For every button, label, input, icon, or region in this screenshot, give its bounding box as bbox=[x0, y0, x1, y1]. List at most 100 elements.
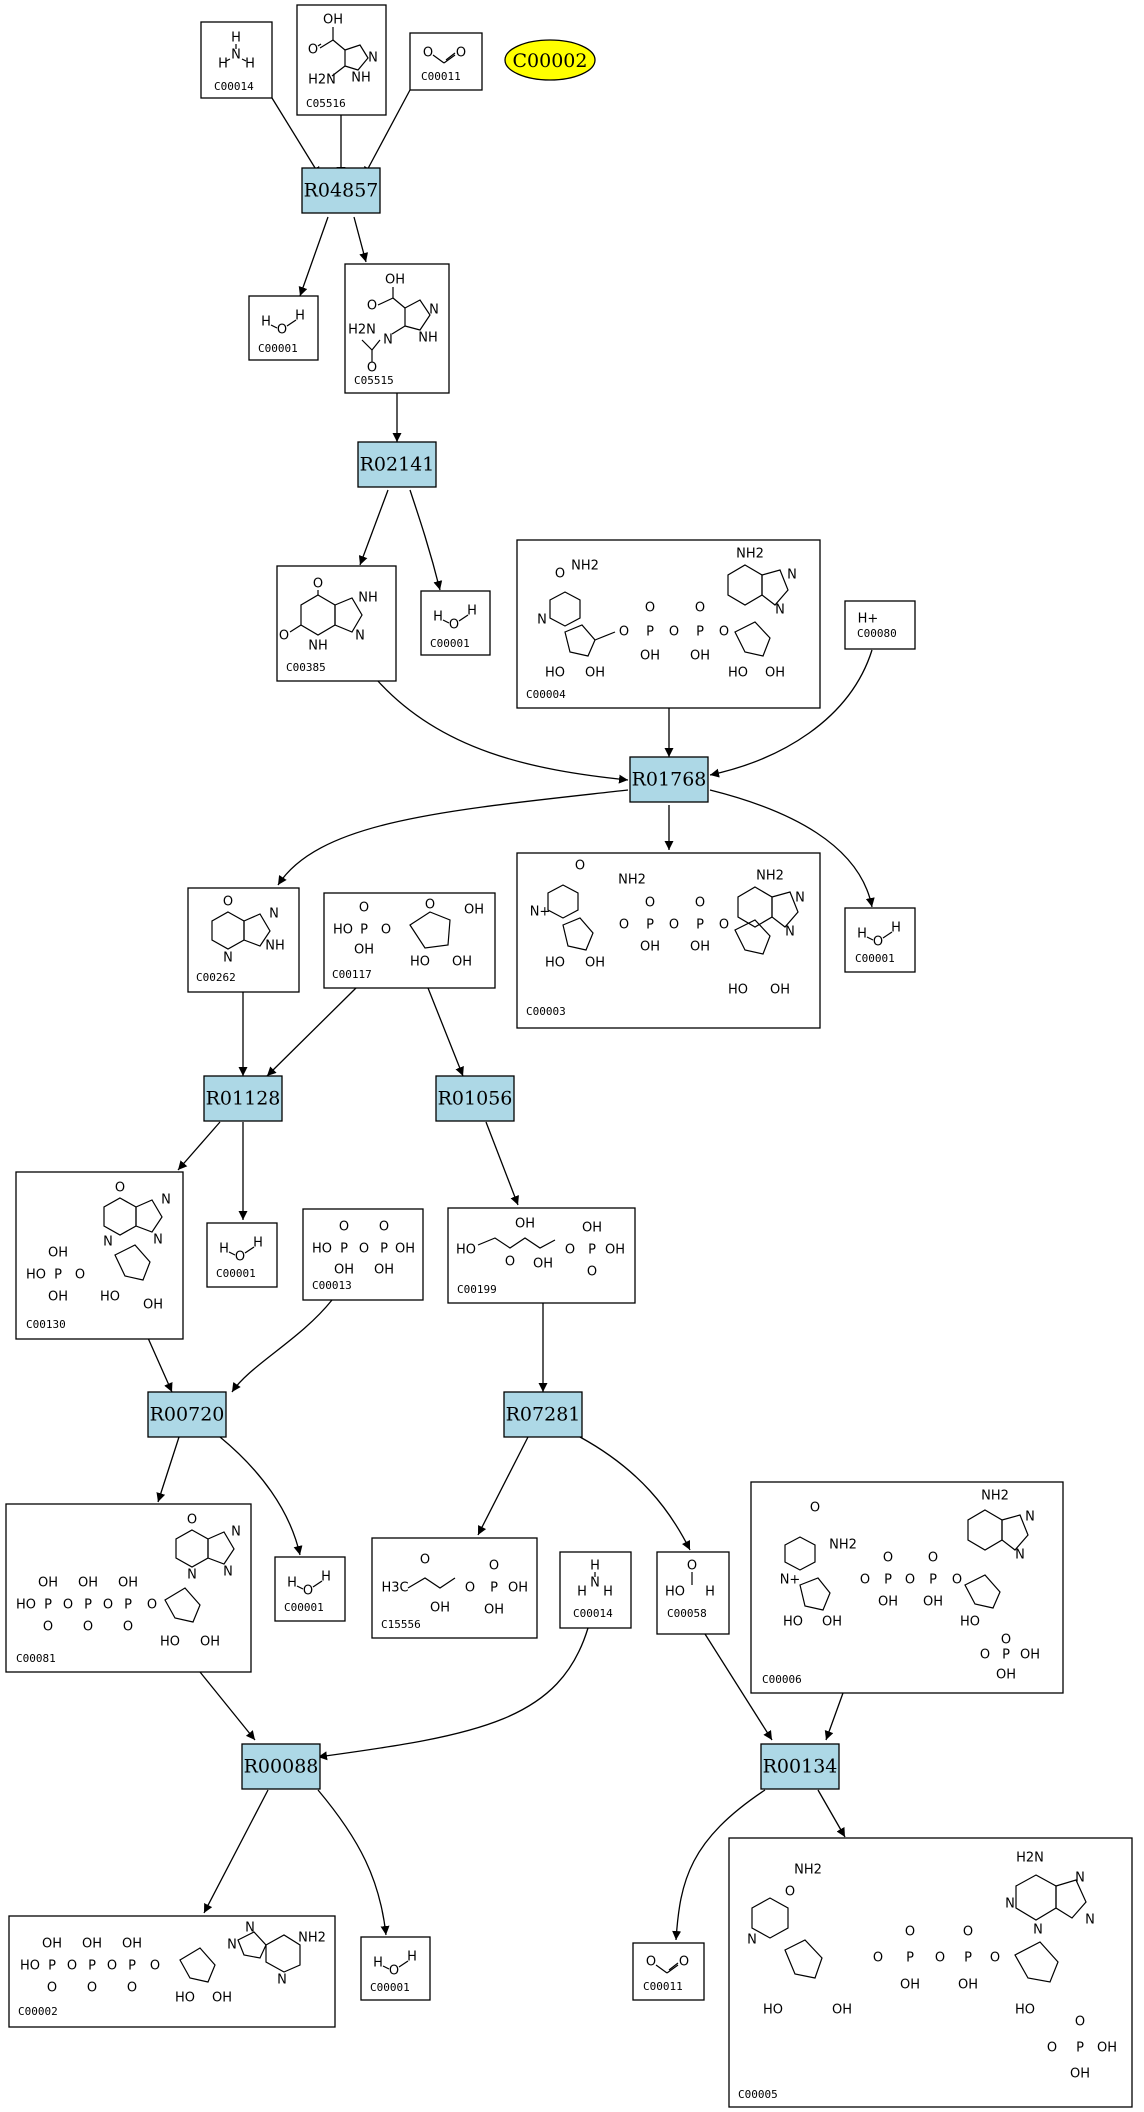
compound-label: C05515 bbox=[354, 374, 394, 387]
compound-c00262-hypoxanthine[interactable]: O N N NH C00262 bbox=[187, 887, 300, 993]
reaction-r07281[interactable]: R07281 bbox=[503, 1391, 583, 1438]
water-structure: H O H bbox=[287, 1570, 331, 1599]
compound-c05516[interactable]: OH O N NH H2N C05516 bbox=[296, 4, 387, 116]
svg-text:O: O bbox=[279, 629, 289, 644]
compound-c00004-nadh[interactable]: NH2 O N HO OH O P O OH O P O OH O HO OH bbox=[516, 539, 821, 709]
compound-label: C00013 bbox=[312, 1279, 352, 1292]
compound-c00001-water-4[interactable]: H O H C00001 bbox=[206, 1222, 278, 1288]
svg-text:O: O bbox=[123, 1620, 133, 1635]
compound-c00001-water-6[interactable]: H O H C00001 bbox=[360, 1936, 431, 2001]
compound-c00011-co2[interactable]: O O C00011 bbox=[409, 32, 483, 91]
compound-c00199[interactable]: HO OH O OH O P OH O OH C00199 bbox=[447, 1207, 636, 1304]
svg-text:P: P bbox=[124, 1598, 132, 1613]
svg-text:OH: OH bbox=[605, 1243, 625, 1258]
svg-text:N: N bbox=[747, 1933, 757, 1948]
svg-text:N: N bbox=[223, 951, 233, 966]
svg-text:OH: OH bbox=[765, 666, 785, 681]
compound-c00011-co2-2[interactable]: O O C00011 bbox=[632, 1942, 705, 2001]
edge-c00117-r01128 bbox=[266, 987, 357, 1077]
compound-label: C00262 bbox=[196, 971, 236, 984]
compound-c00001-water-1[interactable]: H O H C00001 bbox=[248, 295, 319, 361]
compound-c00001-water-5[interactable]: H O H C00001 bbox=[274, 1556, 346, 1622]
compound-c00013-diphosphate[interactable]: HO P O OH O P O OH OH C00013 bbox=[302, 1208, 424, 1301]
svg-text:H: H bbox=[467, 604, 477, 619]
compound-label: C00385 bbox=[286, 661, 326, 674]
reaction-r04857[interactable]: R04857 bbox=[301, 167, 381, 214]
svg-text:HO: HO bbox=[160, 1635, 180, 1650]
svg-text:P: P bbox=[1002, 1648, 1010, 1663]
reaction-r01768[interactable]: R01768 bbox=[629, 756, 709, 803]
svg-text:OH: OH bbox=[78, 1576, 98, 1591]
svg-text:H: H bbox=[218, 57, 228, 72]
svg-text:N: N bbox=[787, 568, 797, 583]
compound-c05515[interactable]: OH O N NH N O H2N C05515 bbox=[344, 263, 450, 394]
svg-text:OH: OH bbox=[900, 1978, 920, 1993]
reaction-label: R00088 bbox=[244, 1756, 319, 1778]
svg-text:O: O bbox=[980, 1648, 990, 1663]
svg-text:H: H bbox=[603, 1585, 613, 1600]
svg-text:HO: HO bbox=[1015, 2003, 1035, 2018]
nad-structure: O NH2 N+ HO OH O P O OH O P O OH O HO OH… bbox=[530, 859, 805, 998]
svg-text:NH: NH bbox=[358, 591, 378, 606]
reaction-r01128[interactable]: R01128 bbox=[203, 1075, 283, 1122]
svg-text:HO: HO bbox=[26, 1268, 46, 1283]
compound-c15556[interactable]: H3C O OH O P O OH OH C15556 bbox=[371, 1537, 538, 1639]
compound-label: C00199 bbox=[457, 1283, 497, 1296]
water-structure: H O H bbox=[433, 604, 477, 633]
compound-c00001-water-2[interactable]: H O H C00001 bbox=[420, 590, 491, 656]
edge-r07281-c15556 bbox=[477, 1436, 529, 1536]
svg-text:OH: OH bbox=[323, 13, 343, 28]
compound-c00080-proton[interactable]: H+ C00080 bbox=[844, 600, 916, 650]
compound-c00117[interactable]: HO P O OH O O OH HO OH C00117 bbox=[323, 892, 496, 989]
svg-text:O: O bbox=[645, 896, 655, 911]
compound-c00081-itp[interactable]: HO P OH O O P OH O O P OH O O HO OH O N bbox=[5, 1503, 252, 1673]
svg-text:OH: OH bbox=[533, 1257, 553, 1272]
compound-c00005-nadph[interactable]: NH2 O N HO OH O P O OH O P O OH O HO O P bbox=[728, 1837, 1133, 2108]
svg-text:OH: OH bbox=[958, 1978, 978, 1993]
svg-text:O: O bbox=[147, 1598, 157, 1613]
compound-c00014-ammonia-2[interactable]: H N H H C00014 bbox=[559, 1551, 632, 1629]
svg-text:N: N bbox=[153, 1233, 163, 1248]
svg-text:N: N bbox=[368, 51, 378, 66]
svg-text:O: O bbox=[1001, 1633, 1011, 1648]
compound-c00130-imp[interactable]: O N N N HO OH HO P OH OH O C00130 bbox=[15, 1171, 184, 1340]
compound-c00385-xanthine[interactable]: O O NH NH N C00385 bbox=[276, 565, 397, 682]
compound-label: C00001 bbox=[370, 1981, 410, 1994]
svg-text:O: O bbox=[187, 1513, 197, 1528]
svg-text:O: O bbox=[963, 1925, 973, 1940]
svg-text:NH2: NH2 bbox=[756, 869, 784, 884]
svg-text:H3C: H3C bbox=[381, 1581, 408, 1596]
water-structure: H O H bbox=[857, 921, 901, 950]
svg-text:OH: OH bbox=[690, 649, 710, 664]
reaction-label: R00134 bbox=[763, 1756, 838, 1778]
svg-text:O: O bbox=[381, 923, 391, 938]
svg-text:HO: HO bbox=[545, 666, 565, 681]
svg-text:H: H bbox=[253, 1236, 263, 1251]
xanthine-structure: O O NH NH N bbox=[279, 577, 378, 654]
reaction-r00720[interactable]: R00720 bbox=[147, 1391, 227, 1438]
compound-c00006-nadp[interactable]: O NH2 N+ HO OH O P O OH O P O OH O HO O … bbox=[750, 1481, 1064, 1694]
svg-text:N: N bbox=[103, 1235, 113, 1250]
svg-text:OH: OH bbox=[48, 1290, 68, 1305]
edge-c00006-r00134 bbox=[824, 1692, 844, 1741]
compound-c00058-formate[interactable]: O HO H C00058 bbox=[656, 1551, 730, 1635]
compound-c00001-water-3[interactable]: H O H C00001 bbox=[844, 907, 916, 973]
svg-text:N: N bbox=[1015, 1548, 1025, 1563]
svg-text:N: N bbox=[1005, 1897, 1015, 1912]
svg-text:O: O bbox=[1047, 2041, 1057, 2056]
compound-c00014-ammonia[interactable]: H N H H C00014 bbox=[200, 21, 273, 99]
svg-text:HO: HO bbox=[16, 1598, 36, 1613]
svg-text:N: N bbox=[383, 333, 393, 348]
svg-text:OH: OH bbox=[374, 1263, 394, 1278]
compound-c00003-nad[interactable]: O NH2 N+ HO OH O P O OH O P O OH O HO OH… bbox=[516, 852, 821, 1029]
highlighted-compound[interactable]: C00002 bbox=[504, 39, 596, 81]
svg-text:O: O bbox=[150, 1959, 160, 1974]
svg-text:O: O bbox=[873, 935, 883, 950]
svg-text:O: O bbox=[555, 567, 565, 582]
reaction-r01056[interactable]: R01056 bbox=[435, 1075, 515, 1122]
reaction-r00134[interactable]: R00134 bbox=[760, 1743, 840, 1790]
compound-c00002-atp[interactable]: HO P OH O O P OH O O P OH O O HO OH N NH… bbox=[8, 1915, 336, 2028]
reaction-r00088[interactable]: R00088 bbox=[241, 1743, 321, 1790]
reaction-label: R00720 bbox=[150, 1404, 225, 1426]
reaction-r02141[interactable]: R02141 bbox=[357, 441, 437, 488]
